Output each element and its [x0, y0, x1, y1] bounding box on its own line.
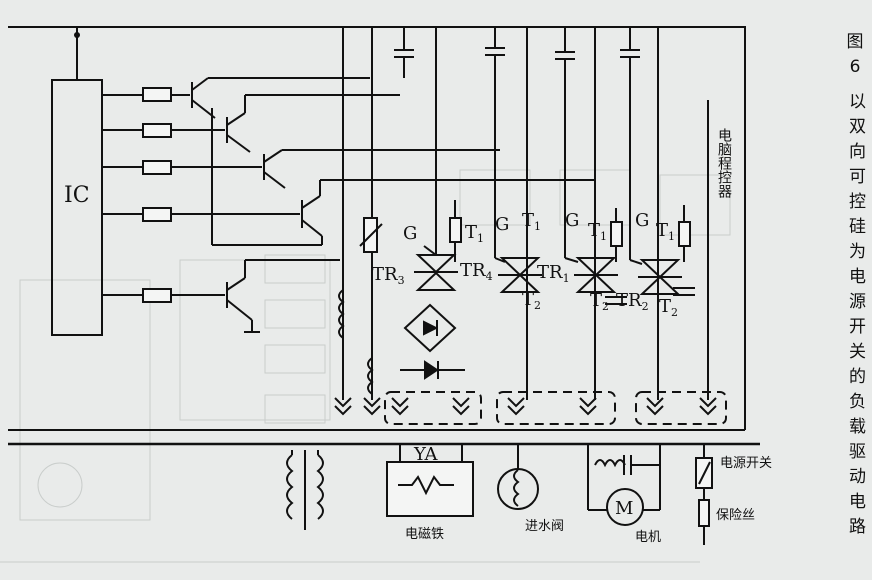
- ic-label: IC: [64, 183, 90, 208]
- caption-label: 图: [846, 32, 864, 52]
- solenoid-label: 电磁铁: [405, 527, 444, 542]
- caption-text: 以双向可控硅为电源开关的负载驱动电路: [845, 92, 865, 542]
- connector-plugs: [334, 391, 727, 425]
- power-switch-label: 电源开关: [720, 456, 772, 471]
- power-rails: [342, 27, 709, 400]
- motor-symbol-label: M: [615, 498, 633, 519]
- motor-label: 电机: [635, 530, 661, 545]
- controller-frame: [8, 26, 760, 446]
- gate-label-4: G: [635, 210, 649, 231]
- transistor-drivers: [191, 77, 595, 333]
- t1-label-d: T1: [656, 220, 675, 243]
- fuse-label: 保险丝: [716, 508, 755, 523]
- tr3-label: TR3: [372, 264, 405, 287]
- t2-label-b: T2: [590, 290, 609, 313]
- t2-label-c: T2: [659, 296, 678, 319]
- figure-caption: 图 6 以双向可控硅为电源开关的负载驱动电路: [842, 30, 868, 542]
- t1-label-a: T1: [465, 222, 484, 245]
- triac-units: [359, 200, 695, 305]
- ya-label: YA: [413, 444, 438, 465]
- tr4-label: TR4: [460, 260, 493, 283]
- controller-label: 电脑程控器: [716, 128, 732, 198]
- t2-label-a: T2: [522, 289, 541, 312]
- ic-block: [51, 27, 103, 336]
- inductor-coils: [338, 289, 374, 395]
- t1-label-b: T1: [522, 210, 541, 233]
- rectifier-bridge: [400, 303, 465, 380]
- ic-output-resistors: [102, 87, 300, 303]
- t1-label-c: T1: [588, 220, 607, 243]
- gate-label-2: G: [495, 214, 509, 235]
- tr1-label: TR1: [537, 262, 570, 285]
- load-devices: [286, 444, 713, 545]
- inlet-valve-label: 进水阀: [525, 519, 564, 534]
- tr2-label: TR2: [616, 290, 649, 313]
- gate-label-3: G: [565, 210, 579, 231]
- caption-number: 6: [849, 57, 861, 77]
- gate-label-1: G: [403, 223, 417, 244]
